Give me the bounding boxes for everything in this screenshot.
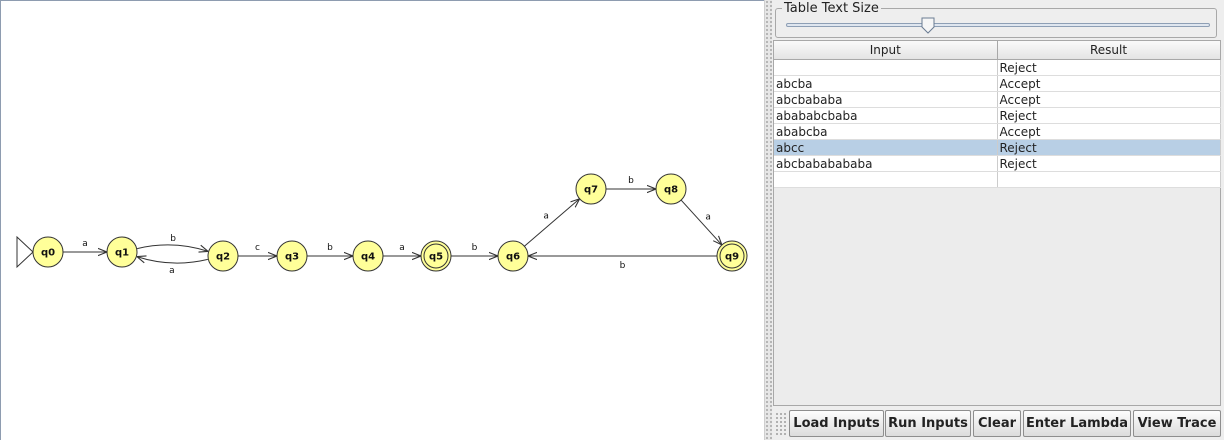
result-cell: Accept: [997, 75, 1221, 92]
state-label: q4: [361, 252, 375, 263]
state-label: q0: [41, 248, 55, 259]
automaton-diagram[interactable]: a b a c b a b a b a b q0 q1 q2 q3 q4 q5 q6 q7 q8 q9: [1, 1, 765, 441]
table-text-size-group: Table Text Size: [775, 1, 1217, 38]
transition-label: a: [169, 266, 175, 276]
state-label: q6: [506, 252, 520, 263]
enter-lambda-button[interactable]: Enter Lambda: [1023, 410, 1131, 437]
transition-label: b: [620, 261, 626, 271]
table-text-size-slider-thumb[interactable]: [921, 17, 935, 34]
state-q4[interactable]: [352, 240, 384, 272]
table-header-row: Input Result: [774, 41, 1221, 60]
final-state-ring: [719, 243, 745, 269]
transition-label: c: [255, 243, 260, 253]
input-cell[interactable]: [774, 59, 998, 76]
state-label: q9: [725, 252, 739, 263]
table-row[interactable]: Reject: [774, 59, 1221, 76]
load-inputs-button[interactable]: Load Inputs: [789, 410, 884, 437]
state-label: q8: [664, 185, 678, 196]
column-header-input[interactable]: Input: [774, 41, 998, 60]
transition-arrow[interactable]: [524, 199, 579, 247]
initial-state-marker: [16, 235, 34, 269]
transition-label: b: [327, 243, 333, 253]
column-header-result[interactable]: Result: [997, 41, 1221, 60]
result-cell: Accept: [997, 123, 1221, 140]
result-cell: Reject: [997, 155, 1221, 172]
table-text-size-label: Table Text Size: [782, 1, 881, 16]
state-q9[interactable]: [716, 240, 748, 272]
transition-label: b: [170, 234, 176, 244]
state-label: q2: [216, 252, 230, 263]
result-cell: Reject: [997, 107, 1221, 124]
toolbar-grip[interactable]: [775, 412, 787, 436]
state-label: q3: [285, 252, 299, 263]
state-q1[interactable]: [106, 236, 138, 268]
input-cell[interactable]: abcc: [774, 139, 998, 156]
run-inputs-button[interactable]: Run Inputs: [885, 410, 971, 437]
split-pane-divider[interactable]: [764, 0, 772, 440]
state-q8[interactable]: [655, 173, 687, 205]
transition-label: a: [543, 212, 549, 222]
transition-label: a: [705, 212, 711, 222]
transition-label: a: [399, 243, 405, 253]
state-label: q7: [584, 185, 598, 196]
transition-arrow[interactable]: [680, 199, 722, 245]
input-cell[interactable]: [774, 171, 998, 188]
input-cell[interactable]: ababcba: [774, 123, 998, 140]
result-cell: Reject: [997, 139, 1221, 156]
button-toolbar: Load Inputs Run Inputs Clear Enter Lambd…: [772, 406, 1224, 440]
result-cell: [997, 171, 1221, 188]
result-cell: Accept: [997, 91, 1221, 108]
state-q2[interactable]: [207, 240, 239, 272]
state-label: q5: [429, 252, 443, 263]
state-q0[interactable]: [32, 236, 64, 268]
transition-arrow[interactable]: [137, 244, 208, 252]
result-cell: Reject: [997, 59, 1221, 76]
state-q5[interactable]: [420, 240, 452, 272]
state-label: q1: [115, 248, 129, 259]
input-cell[interactable]: abababcbaba: [774, 107, 998, 124]
transition-label: b: [628, 176, 634, 186]
state-q7[interactable]: [575, 173, 607, 205]
view-trace-button[interactable]: View Trace: [1133, 410, 1221, 437]
automaton-canvas[interactable]: a b a c b a b a b a b q0 q1 q2 q3 q4 q5 q6 q7 q8 q9: [0, 0, 764, 440]
table-text-size-track[interactable]: [786, 23, 1210, 27]
input-cell[interactable]: abcbababa: [774, 91, 998, 108]
transition-label: a: [82, 239, 88, 249]
clear-button[interactable]: Clear: [973, 410, 1021, 437]
table-row[interactable]: [774, 171, 1221, 188]
transition-label: b: [472, 243, 478, 253]
state-q3[interactable]: [276, 240, 308, 272]
input-cell[interactable]: abcba: [774, 75, 998, 92]
transition-arrow[interactable]: [137, 257, 208, 264]
input-cell[interactable]: abcbababababa: [774, 155, 998, 172]
state-q6[interactable]: [497, 240, 529, 272]
final-state-ring: [423, 243, 449, 269]
